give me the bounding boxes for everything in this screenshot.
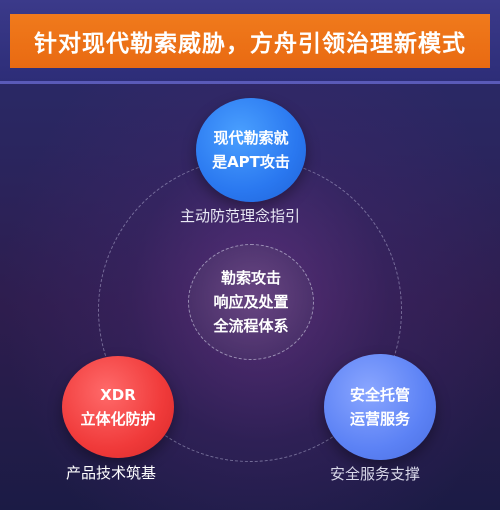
- node-left-line-1: XDR: [100, 386, 136, 404]
- node-xdr-protection: XDR 立体化防护: [62, 356, 174, 458]
- title-banner: 针对现代勒索威胁，方舟引领治理新模式: [0, 0, 500, 84]
- title-bar: 针对现代勒索威胁，方舟引领治理新模式: [10, 14, 490, 68]
- caption-product-tech: 产品技术筑基: [66, 464, 157, 482]
- node-top-line-2: 是APT攻击: [212, 153, 290, 171]
- slide-title: 针对现代勒索威胁，方舟引领治理新模式: [34, 31, 466, 57]
- center-text-line-1: 勒索攻击: [220, 269, 281, 287]
- caption-security-service: 安全服务支撑: [330, 465, 421, 483]
- caption-proactive-defense: 主动防范理念指引: [180, 207, 301, 225]
- node-top-line-1: 现代勒索就: [213, 129, 289, 147]
- node-right-line-2: 运营服务: [349, 410, 410, 428]
- node-right-line-1: 安全托管: [349, 386, 410, 404]
- node-apt-attack: 现代勒索就 是APT攻击: [196, 98, 306, 202]
- node-left-line-2: 立体化防护: [80, 410, 156, 428]
- node-managed-services: 安全托管 运营服务: [324, 354, 436, 460]
- center-circle: 勒索攻击 响应及处置 全流程体系: [188, 244, 314, 360]
- center-text-line-2: 响应及处置: [213, 293, 289, 311]
- center-text-line-3: 全流程体系: [213, 317, 289, 335]
